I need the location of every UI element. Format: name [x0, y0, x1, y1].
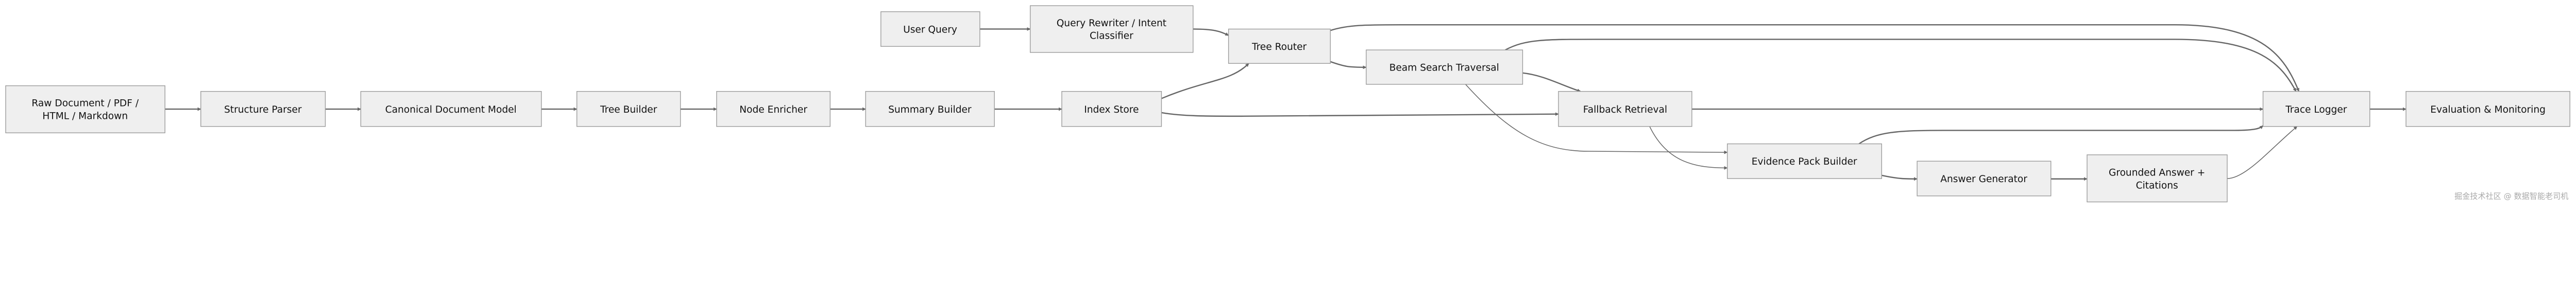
edge-evidence-answergen: [1882, 174, 1918, 181]
node-raw-document[interactable]: Raw Document / PDF / HTML / Markdown: [5, 85, 165, 133]
node-summary-builder[interactable]: Summary Builder: [865, 91, 995, 127]
svg-text:Canonical Document Model: Canonical Document Model: [385, 104, 517, 115]
svg-text:Structure Parser: Structure Parser: [224, 104, 302, 115]
svg-text:Answer Generator: Answer Generator: [1940, 174, 2027, 185]
node-trace-logger[interactable]: Trace Logger: [2262, 91, 2370, 127]
edge-rewriter-router: [1193, 28, 1229, 36]
pipeline-diagram: Raw Document / PDF / HTML / Markdown Str…: [5, 5, 2570, 203]
edge-beam-evidence: [1465, 84, 1728, 154]
svg-text:Node Enricher: Node Enricher: [739, 104, 807, 115]
svg-text:Beam Search Traversal: Beam Search Traversal: [1389, 63, 1499, 74]
svg-text:Tree Builder: Tree Builder: [600, 104, 657, 115]
edge-beam-fallback: [1522, 72, 1581, 92]
edge-fallback-evidence: [1649, 126, 1728, 170]
svg-text:Tree Router: Tree Router: [1251, 42, 1307, 52]
edge-grounded-trace: [2227, 126, 2298, 179]
svg-text:Evidence Pack Builder: Evidence Pack Builder: [1752, 156, 1857, 167]
svg-text:HTML / Markdown: HTML / Markdown: [42, 111, 128, 121]
svg-text:Query Rewriter / Intent: Query Rewriter / Intent: [1057, 18, 1166, 29]
node-node-enricher[interactable]: Node Enricher: [716, 91, 831, 127]
watermark: 掘金技术社区 @ 数据智能老司机: [2454, 191, 2568, 201]
node-user-query[interactable]: User Query: [880, 11, 980, 47]
svg-text:Grounded Answer +: Grounded Answer +: [2109, 168, 2205, 179]
edge-evidence-trace: [1858, 125, 2264, 145]
node-beam-search-traversal[interactable]: Beam Search Traversal: [1366, 49, 1523, 85]
edge-router-beam: [1330, 61, 1367, 69]
edge-router-trace: [1330, 24, 2300, 92]
node-query-rewriter[interactable]: Query Rewriter / Intent Classifier: [1029, 5, 1194, 53]
node-answer-generator[interactable]: Answer Generator: [1917, 161, 2052, 197]
svg-text:Fallback Retrieval: Fallback Retrieval: [1583, 104, 1667, 115]
svg-text:Classifier: Classifier: [1090, 31, 1133, 42]
node-evaluation-monitoring[interactable]: Evaluation & Monitoring: [2405, 91, 2570, 127]
node-index-store[interactable]: Index Store: [1061, 91, 1162, 127]
edge-beam-trace: [1505, 39, 2297, 92]
svg-text:Trace Logger: Trace Logger: [2285, 104, 2347, 115]
node-canonical-document-model[interactable]: Canonical Document Model: [360, 91, 542, 127]
svg-text:Index Store: Index Store: [1084, 104, 1139, 115]
edges: [165, 24, 2406, 181]
svg-text:Summary Builder: Summary Builder: [888, 104, 972, 115]
node-grounded-answer[interactable]: Grounded Answer + Citations: [2087, 154, 2228, 203]
svg-text:Citations: Citations: [2136, 180, 2178, 191]
svg-text:User Query: User Query: [903, 24, 957, 35]
svg-text:Raw Document / PDF /: Raw Document / PDF /: [31, 98, 139, 109]
node-fallback-retrieval[interactable]: Fallback Retrieval: [1558, 91, 1692, 127]
node-structure-parser[interactable]: Structure Parser: [200, 91, 326, 127]
node-evidence-pack-builder[interactable]: Evidence Pack Builder: [1727, 143, 1882, 179]
edge-index-router: [1161, 63, 1249, 99]
node-tree-builder[interactable]: Tree Builder: [576, 91, 681, 127]
edge-index-fallback: [1161, 112, 1559, 117]
svg-text:Evaluation & Monitoring: Evaluation & Monitoring: [2430, 104, 2546, 115]
node-tree-router[interactable]: Tree Router: [1228, 28, 1331, 64]
